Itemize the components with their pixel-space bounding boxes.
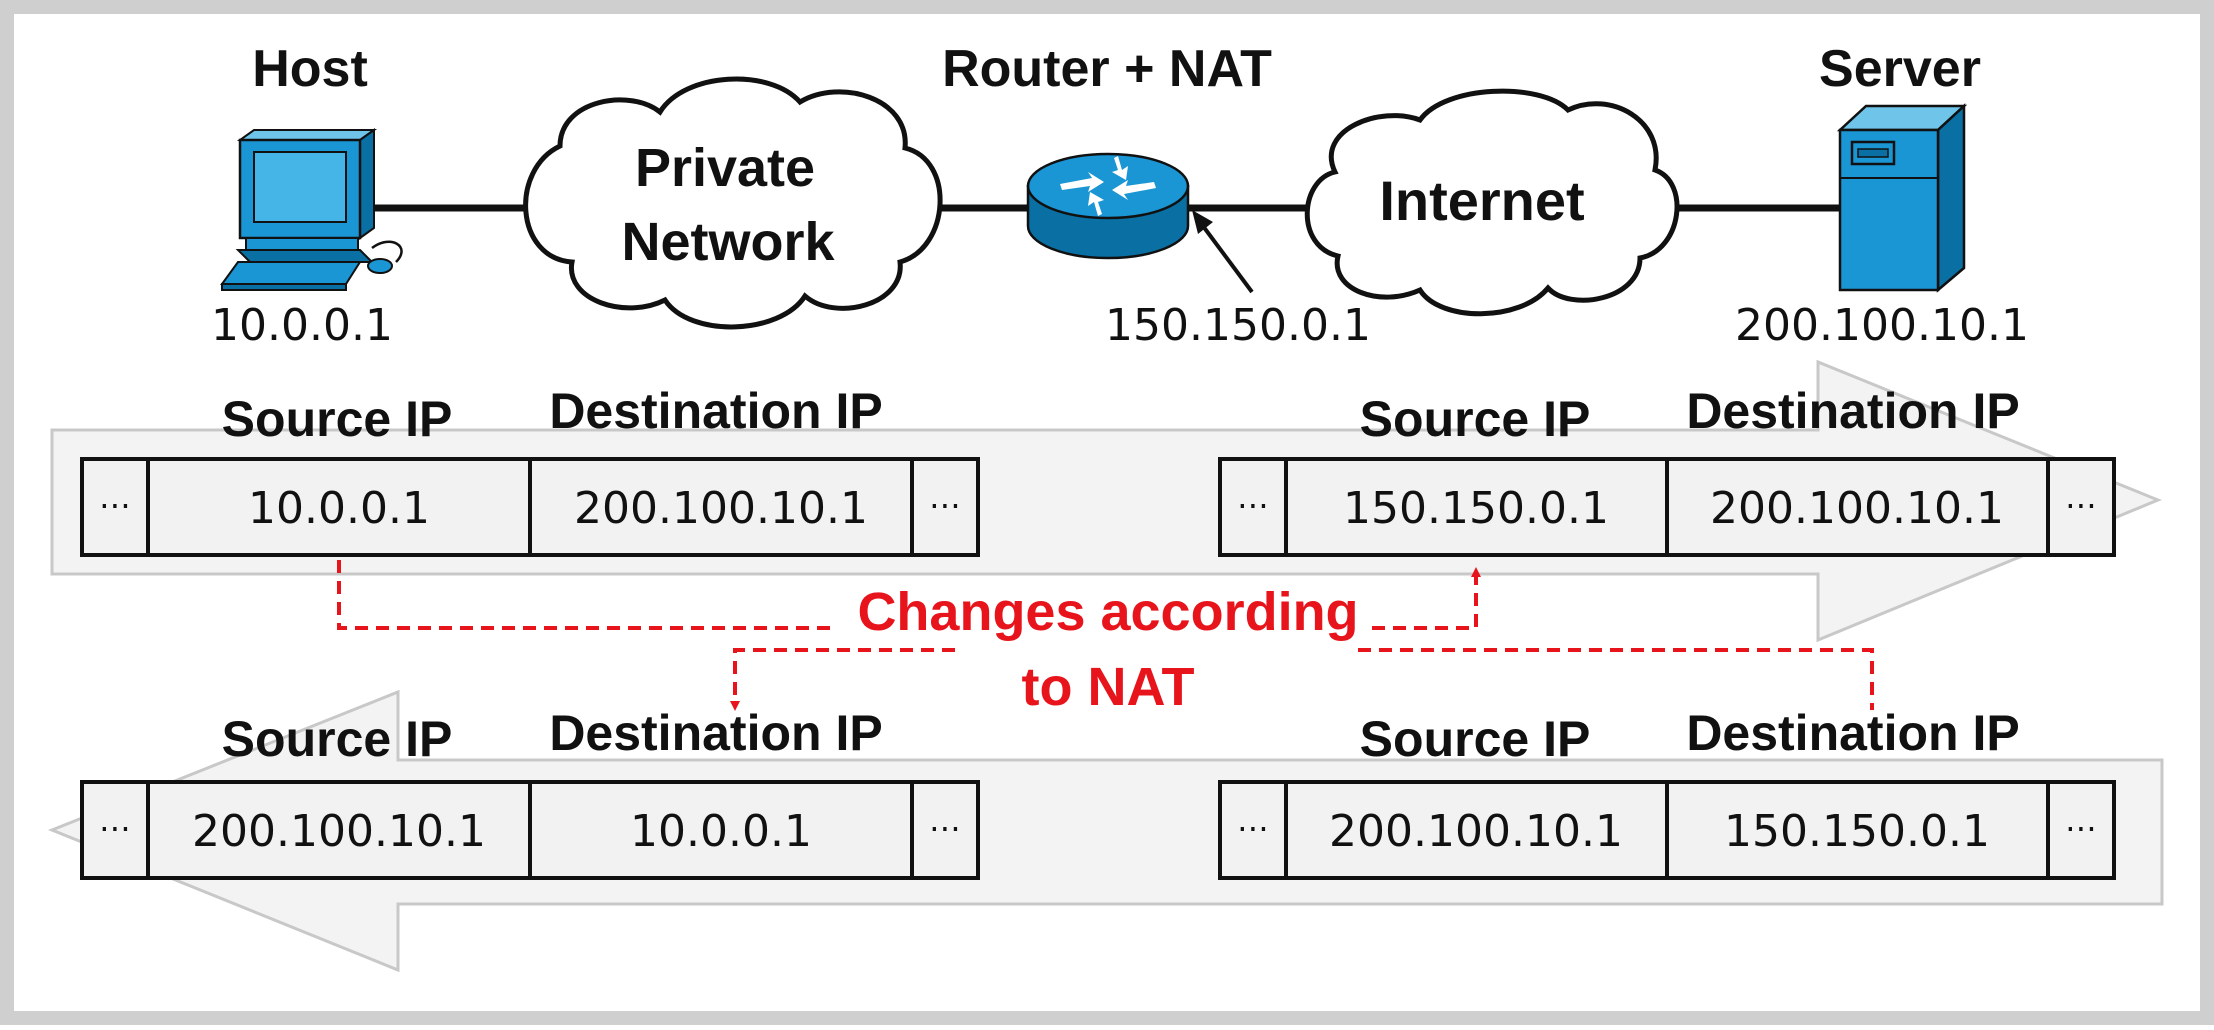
outbound-direction-arrow — [50, 359, 2162, 643]
router-label: Router + NAT — [942, 40, 1272, 98]
packet-inbound-private-dst: 10.0.0.1 — [630, 806, 812, 857]
packet-outbound-private-src-header: Source IP — [222, 391, 453, 447]
packet-inbound-private: Source IP Destination IP ⋯ 200.100.10.1 … — [80, 705, 980, 880]
router-ip: 150.150.0.1 — [1105, 300, 1371, 351]
server-label: Server — [1819, 40, 1981, 98]
private-network-label-line2: Network — [621, 212, 835, 272]
packet-outbound-public-ellipsis-left: ⋯ — [1237, 486, 1269, 524]
packet-outbound-public-dst-header: Destination IP — [1686, 383, 2019, 439]
server-ip: 200.100.10.1 — [1735, 300, 2029, 351]
router-ip-pointer-head — [1192, 210, 1213, 234]
nat-connector-destination-left — [730, 648, 955, 711]
packet-inbound-public-dst-header: Destination IP — [1686, 705, 2019, 761]
packet-inbound-public-src-header: Source IP — [1360, 711, 1591, 767]
host-computer-icon — [220, 128, 403, 291]
nat-connectors — [337, 560, 1874, 711]
server-icon — [1836, 103, 1968, 293]
nat-connector-destination-right — [1358, 648, 1874, 710]
internet-cloud — [1304, 88, 1680, 317]
packet-inbound-private-src: 200.100.10.1 — [192, 806, 486, 857]
nat-annotation-line1: Changes according — [857, 582, 1358, 642]
packet-inbound-private-ellipsis-right: ⋯ — [929, 809, 961, 847]
inbound-direction-arrow — [47, 689, 2164, 973]
packet-inbound-public-src: 200.100.10.1 — [1329, 806, 1623, 857]
packet-inbound-public-dst: 150.150.0.1 — [1724, 806, 1990, 857]
internet-label: Internet — [1379, 169, 1584, 232]
packet-outbound-public-src-header: Source IP — [1360, 391, 1591, 447]
host-ip: 10.0.0.1 — [211, 300, 393, 351]
packet-outbound-public-src: 150.150.0.1 — [1343, 483, 1609, 534]
packet-outbound-public-dst: 200.100.10.1 — [1710, 483, 2004, 534]
packet-inbound-public: Source IP Destination IP ⋯ 200.100.10.1 … — [1218, 705, 2116, 880]
packet-outbound-private: Source IP Destination IP ⋯ 10.0.0.1 200.… — [80, 383, 980, 557]
packet-outbound-public: Source IP Destination IP ⋯ 150.150.0.1 2… — [1218, 383, 2116, 557]
packet-inbound-public-ellipsis-left: ⋯ — [1237, 809, 1269, 847]
packet-inbound-public-ellipsis-right: ⋯ — [2065, 809, 2097, 847]
packet-outbound-private-src: 10.0.0.1 — [248, 483, 430, 534]
packet-inbound-private-ellipsis-left: ⋯ — [99, 809, 131, 847]
private-network-cloud — [523, 76, 943, 330]
packet-inbound-private-dst-header: Destination IP — [549, 705, 882, 761]
packet-outbound-private-dst-header: Destination IP — [549, 383, 882, 439]
nat-annotation-line2: to NAT — [1022, 657, 1195, 717]
packet-outbound-public-ellipsis-right: ⋯ — [2065, 486, 2097, 524]
host-label: Host — [252, 40, 368, 98]
packet-inbound-private-src-header: Source IP — [222, 711, 453, 767]
packet-outbound-private-dst: 200.100.10.1 — [574, 483, 868, 534]
packet-outbound-private-ellipsis-right: ⋯ — [929, 486, 961, 524]
private-network-label-line1: Private — [635, 138, 815, 198]
packet-outbound-private-ellipsis-left: ⋯ — [99, 486, 131, 524]
router-icon — [1026, 152, 1190, 260]
nat-connector-source-left — [337, 560, 838, 630]
router-ip-pointer — [1198, 220, 1254, 294]
